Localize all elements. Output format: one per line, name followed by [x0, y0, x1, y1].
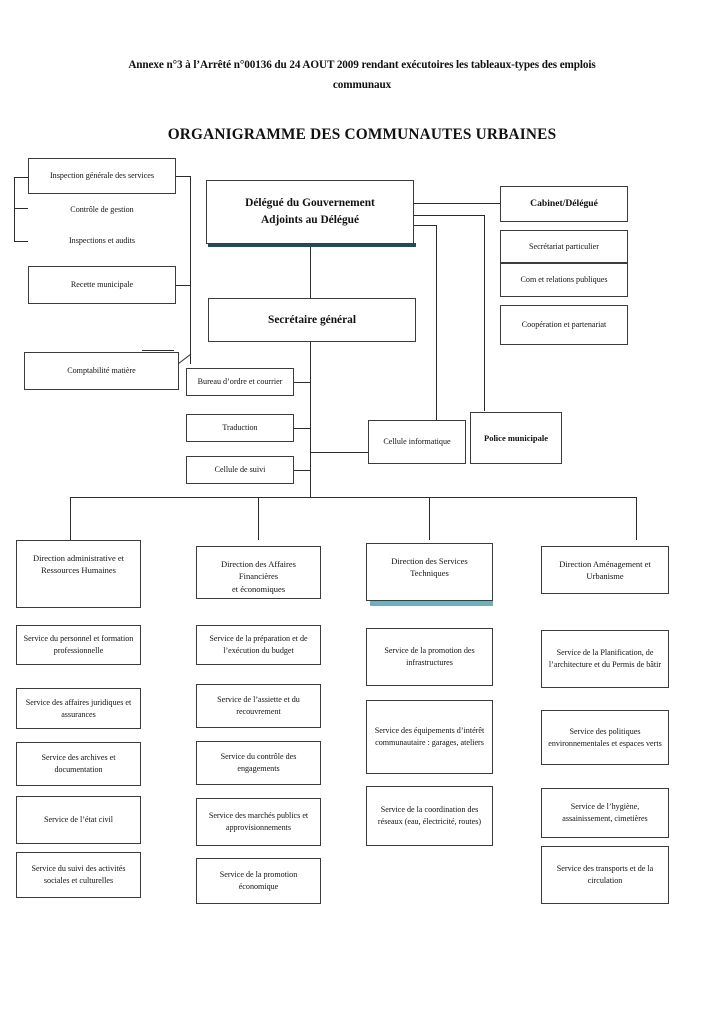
line-bureau-to-trunk [294, 382, 310, 383]
box-direction-amenagement-urbanisme[interactable]: Direction Aménagement et Urbanisme [541, 546, 669, 594]
line-delegue-to-cabinet [414, 203, 500, 204]
box-service-preparation-budget[interactable]: Service de la préparation et de l’exécut… [196, 625, 321, 665]
drop-direction-3 [429, 497, 430, 540]
box-secretaire-general[interactable]: Secrétaire général [208, 298, 416, 342]
box-bureau-ordre-courrier[interactable]: Bureau d’ordre et courrier [186, 368, 294, 396]
box-com-relations-publiques[interactable]: Com et relations publiques [500, 263, 628, 297]
box-service-assiette-recouvrement[interactable]: Service de l’assiette et du recouvrement [196, 684, 321, 728]
line-inspection-to-trunk [176, 176, 190, 177]
box-cellule-de-suivi[interactable]: Cellule de suivi [186, 456, 294, 484]
box-service-affaires-juridiques[interactable]: Service des affaires juridiques et assur… [16, 688, 141, 729]
header-line-1: Annexe n°3 à l’Arrêté n°00136 du 24 AOUT… [128, 59, 596, 71]
line-sg-trunk [310, 342, 311, 498]
box-cooperation-partenariat[interactable]: Coopération et partenariat [500, 305, 628, 345]
box-comptabilite-matiere[interactable]: Comptabilité matière [24, 352, 179, 390]
box-direction-administrative[interactable]: Direction administrative et Ressources H… [16, 540, 141, 608]
box-traduction[interactable]: Traduction [186, 414, 294, 442]
box-secretariat-particulier[interactable]: Secrétariat particulier [500, 230, 628, 263]
directions-bus-horizontal [70, 497, 636, 498]
box-cabinet-delegue[interactable]: Cabinet/Délégué [500, 186, 628, 222]
box-service-hygiene-assainissement[interactable]: Service de l’hygiène, assainissement, ci… [541, 788, 669, 838]
line-delegue-right-stub-informatique [414, 225, 436, 226]
direction-services-techniques-shadow [370, 601, 493, 606]
drop-direction-1 [70, 497, 71, 540]
left-trunk-vertical [190, 176, 191, 364]
box-service-promotion-infrastructures[interactable]: Service de la promotion des infrastructu… [366, 628, 493, 686]
left-bracket-tick-bottom [14, 241, 28, 242]
label-inspections-et-audits: Inspections et audits [68, 236, 136, 245]
box-inspection-generale[interactable]: Inspection générale des services [28, 158, 176, 194]
box-service-promotion-economique[interactable]: Service de la promotion économique [196, 858, 321, 904]
label-controle-de-gestion: Contrôle de gestion [70, 205, 134, 214]
box-service-suivi-activites-sociales[interactable]: Service du suivi des activités sociales … [16, 852, 141, 898]
box-service-personnel-formation[interactable]: Service du personnel et formation profes… [16, 625, 141, 665]
box-direction-affaires-financieres[interactable]: Direction des Affaires Financières et éc… [196, 546, 321, 599]
box-police-municipale[interactable]: Police municipale [470, 412, 562, 464]
box-cellule-informatique[interactable]: Cellule informatique [368, 420, 466, 464]
drop-direction-2 [258, 497, 259, 540]
left-bracket-tick-mid [14, 208, 28, 209]
box-service-politiques-environnementales[interactable]: Service des politiques environnementales… [541, 710, 669, 765]
left-bracket-spine [14, 177, 15, 241]
left-bracket-tick-top [14, 177, 28, 178]
box-service-marches-publics[interactable]: Service des marchés publics et approvisi… [196, 798, 321, 846]
box-service-planification-architecture[interactable]: Service de la Planification, de l’archit… [541, 630, 669, 688]
box-service-etat-civil[interactable]: Service de l’état civil [16, 796, 141, 844]
box-service-coordination-reseaux[interactable]: Service de la coordination des réseaux (… [366, 786, 493, 846]
line-vertical-to-informatique [436, 225, 437, 420]
line-trunk-to-cellule-informatique [310, 452, 368, 453]
drop-direction-4 [636, 497, 637, 540]
line-delegue-right-stub-police [414, 215, 484, 216]
box-delegue-du-gouvernement[interactable]: Délégué du Gouvernement Adjoints au Délé… [206, 180, 414, 244]
line-comptabilite-top-stub [142, 350, 174, 351]
line-delegue-to-sg [310, 244, 311, 298]
box-service-equipements-communautaire[interactable]: Service des équipements d’intérêt commun… [366, 700, 493, 774]
box-recette-municipale[interactable]: Recette municipale [28, 266, 176, 304]
box-service-archives-documentation[interactable]: Service des archives et documentation [16, 742, 141, 786]
delegue-box-shadow [208, 243, 416, 247]
document-header: Annexe n°3 à l’Arrêté n°00136 du 24 AOUT… [110, 56, 614, 95]
page-title: ORGANIGRAMME DES COMMUNAUTES URBAINES [167, 126, 557, 143]
line-recette-to-trunk [176, 285, 190, 286]
line-cellule-suivi-to-trunk [294, 470, 310, 471]
header-line-2: communaux [332, 78, 392, 91]
box-direction-services-techniques[interactable]: Direction des Services Techniques [366, 543, 493, 601]
line-vertical-to-police [484, 215, 485, 411]
line-traduction-to-trunk [294, 428, 310, 429]
box-service-transports-circulation[interactable]: Service des transports et de la circulat… [541, 846, 669, 904]
box-service-controle-engagements[interactable]: Service du contrôle des engagements [196, 741, 321, 785]
